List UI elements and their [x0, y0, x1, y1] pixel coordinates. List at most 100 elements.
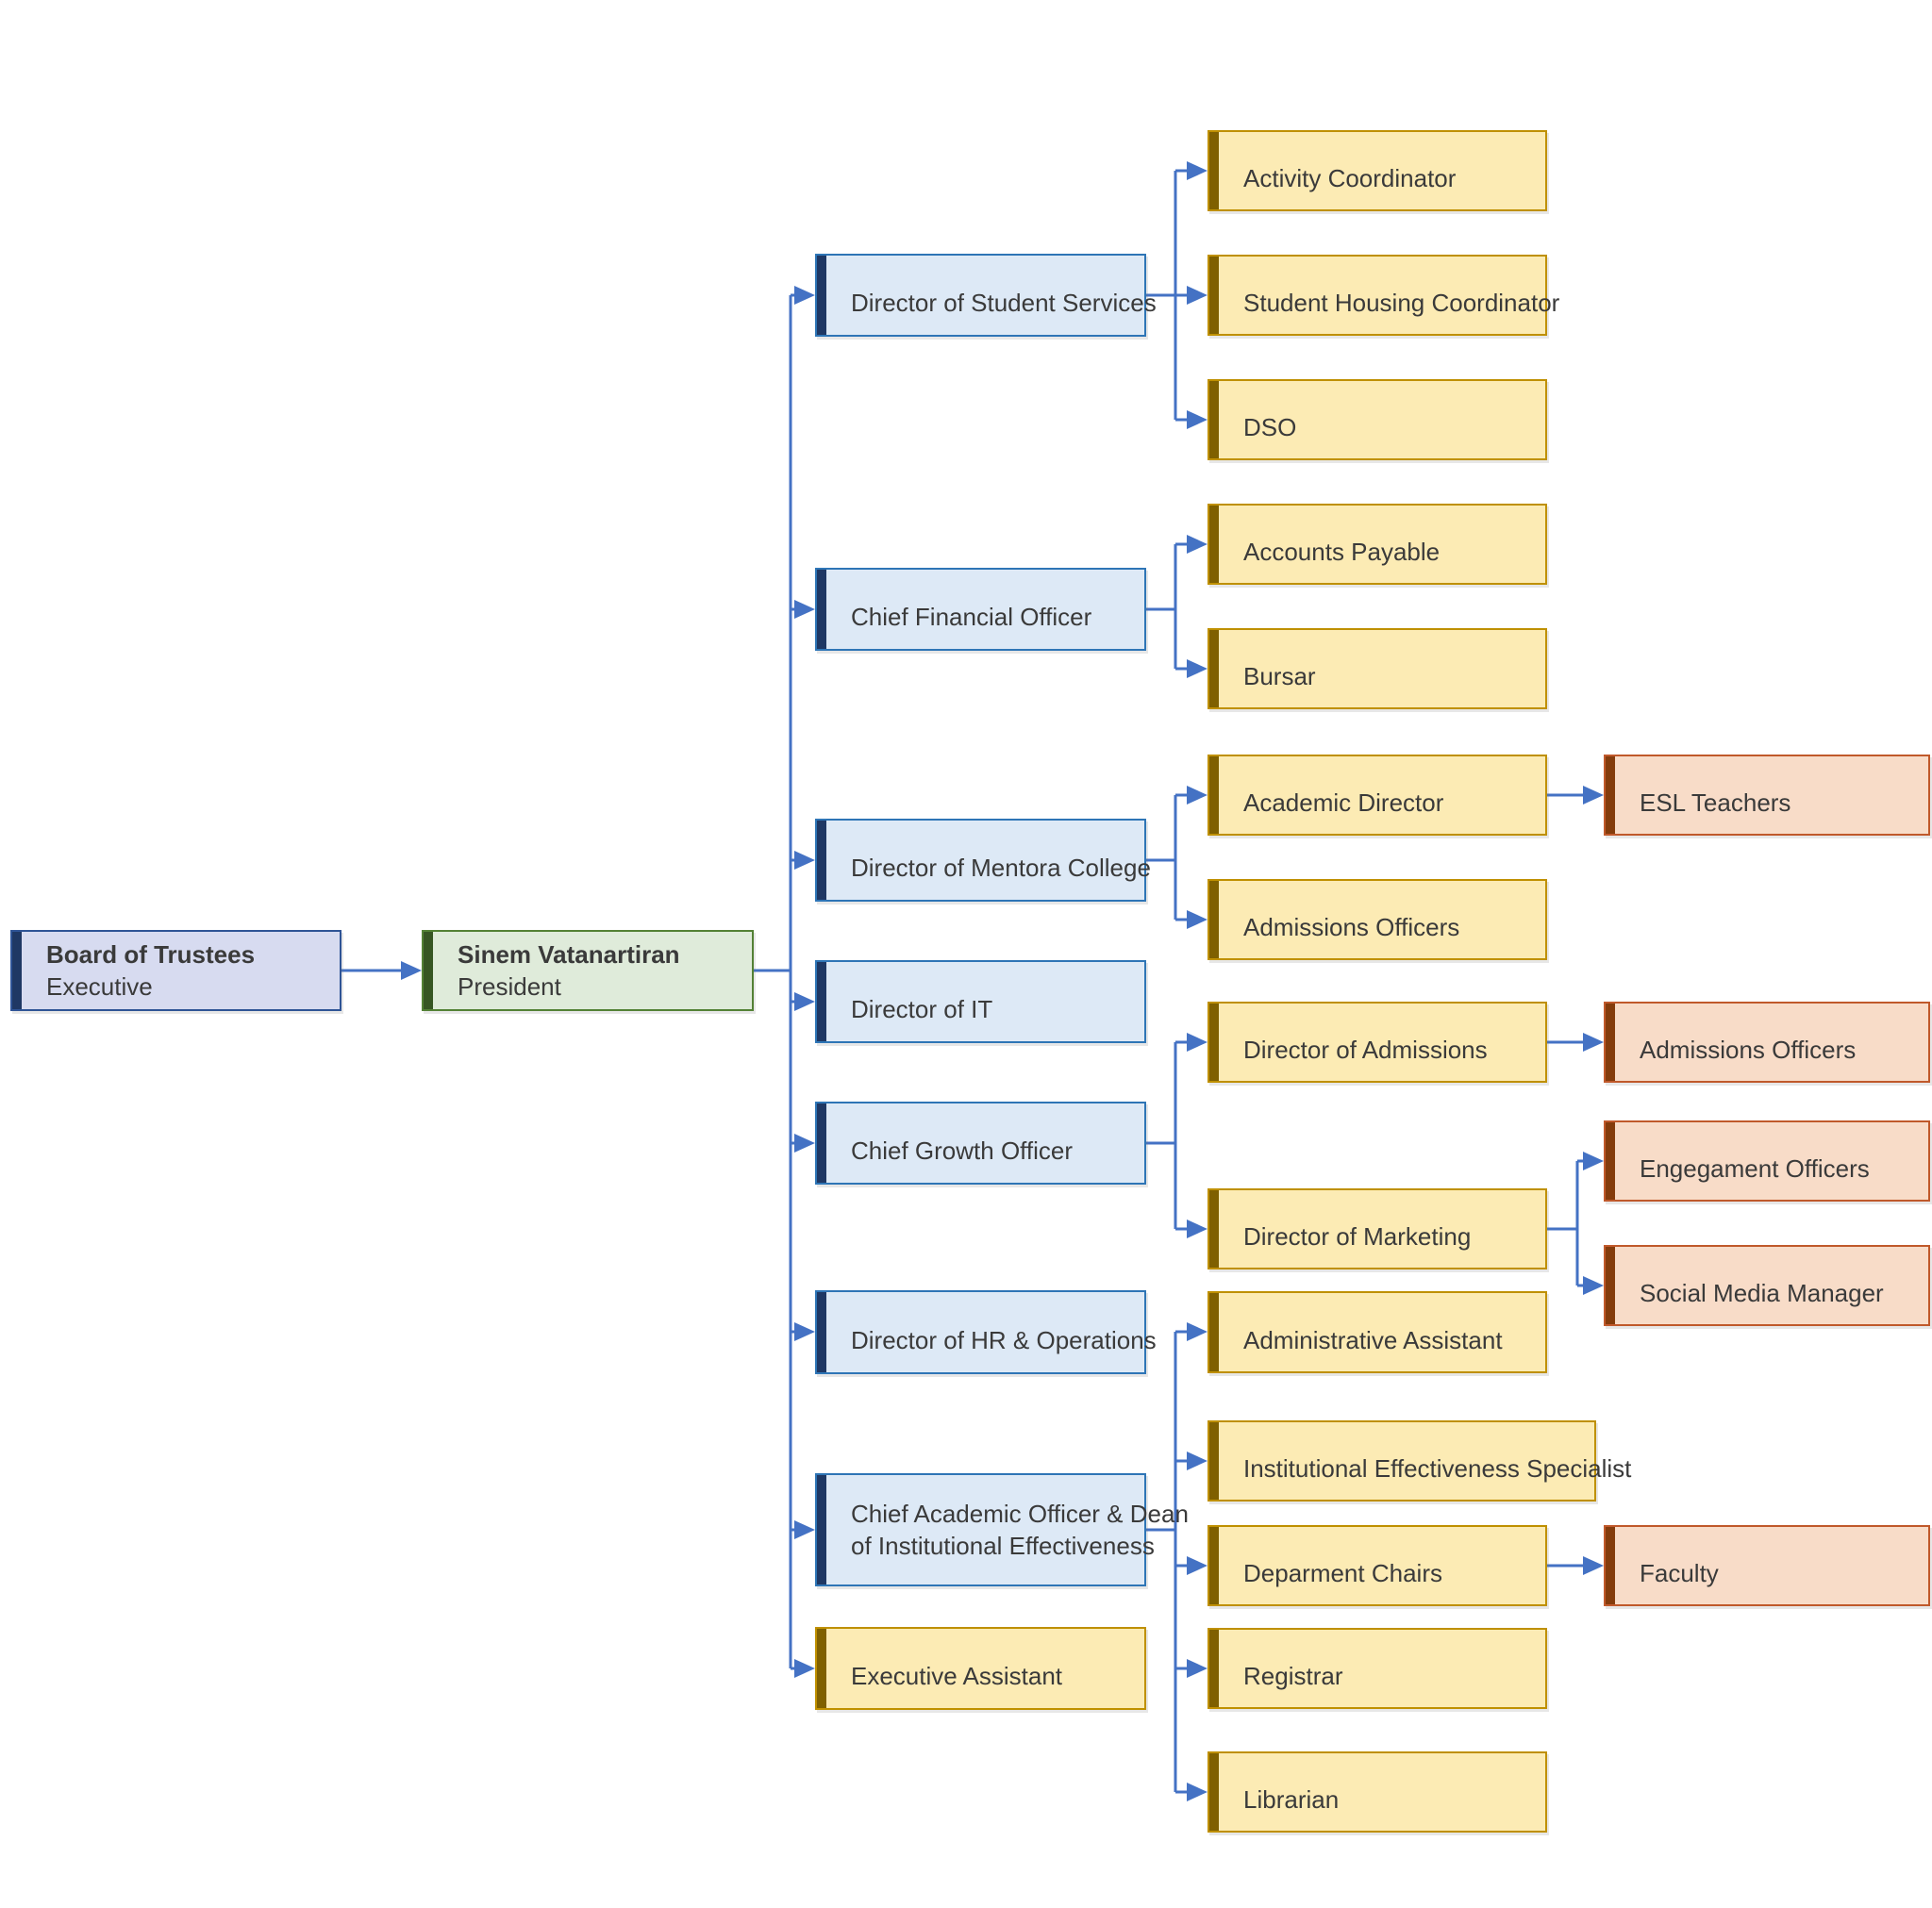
node-label: Chief Growth Officer	[851, 1137, 1074, 1165]
node-accent-bar	[1606, 1122, 1615, 1200]
node-label: Administrative Assistant	[1243, 1325, 1503, 1354]
node-label: Deparment Chairs	[1243, 1559, 1442, 1587]
connector-arrowhead	[1187, 410, 1208, 429]
node-accent-bar	[817, 1292, 826, 1372]
connector-arrowhead	[794, 286, 815, 305]
node-label: Director of IT	[851, 995, 993, 1023]
node-director-of-hr-operations: Director of HR & Operations	[815, 1290, 1157, 1374]
connector-arrowhead	[1187, 161, 1208, 180]
node-label: Chief Academic Officer & Dean	[851, 1500, 1189, 1528]
node-accent-bar	[1209, 1293, 1219, 1371]
node-accent-bar	[1209, 381, 1219, 458]
connector-arrowhead	[794, 600, 815, 619]
node-chief-academic-officer: Chief Academic Officer & Dean of Institut…	[815, 1473, 1189, 1586]
node-label: Accounts Payable	[1243, 538, 1441, 566]
node-engegament-officers: Engegament Officers	[1604, 1120, 1930, 1202]
connector-arrowhead	[794, 851, 815, 870]
node-label: Chief Financial Officer	[851, 603, 1092, 631]
node-librarian: Librarian	[1208, 1751, 1547, 1833]
connector-arrowhead	[1187, 910, 1208, 929]
node-accent-bar	[1209, 756, 1219, 834]
node-accent-bar	[1209, 1630, 1219, 1707]
node-accounts-payable: Accounts Payable	[1208, 504, 1547, 585]
connector-arrowhead	[794, 1322, 815, 1341]
node-accent-bar	[817, 1103, 826, 1183]
connector-arrowhead	[1187, 286, 1208, 305]
connector-arrowhead	[1187, 1556, 1208, 1575]
node-label: Activity Coordinator	[1243, 164, 1457, 192]
node-label: Registrar	[1243, 1662, 1343, 1690]
node-bursar: Bursar	[1208, 628, 1547, 709]
connector-arrowhead	[1187, 1783, 1208, 1801]
node-label: ESL Teachers	[1640, 788, 1791, 817]
node-accent-bar	[12, 932, 22, 1009]
connector-arrowhead	[1583, 786, 1604, 805]
node-administrative-assistant: Administrative Assistant	[1208, 1291, 1547, 1373]
node-label: Engegament Officers	[1640, 1154, 1870, 1183]
node-admissions-officers-mentora: Admissions Officers	[1208, 879, 1547, 960]
connector-arrowhead	[1187, 1452, 1208, 1470]
node-label: Admissions Officers	[1640, 1036, 1857, 1064]
node-student-housing-coordinator: Student Housing Coordinator	[1208, 255, 1559, 336]
node-label: Sinem Vatanartiran	[458, 940, 680, 969]
node-accent-bar	[817, 256, 826, 335]
node-chief-financial-officer: Chief Financial Officer	[815, 568, 1146, 651]
node-academic-director: Academic Director	[1208, 755, 1547, 836]
connector-arrowhead	[794, 992, 815, 1011]
node-registrar: Registrar	[1208, 1628, 1547, 1709]
node-label: Admissions Officers	[1243, 913, 1460, 941]
node-accent-bar	[817, 962, 826, 1041]
node-accent-bar	[817, 821, 826, 900]
node-label: Social Media Manager	[1640, 1279, 1884, 1307]
node-institutional-effectiveness-specialist: Institutional Effectiveness Specialist	[1208, 1420, 1632, 1502]
connector-arrowhead	[1583, 1033, 1604, 1052]
node-accent-bar	[1606, 1004, 1615, 1081]
node-label: Academic Director	[1243, 788, 1444, 817]
node-admissions-officers-growth: Admissions Officers	[1604, 1002, 1930, 1083]
node-accent-bar	[1606, 756, 1615, 834]
node-accent-bar	[1209, 132, 1219, 209]
connector-arrowhead	[1583, 1556, 1604, 1575]
node-social-media-manager: Social Media Manager	[1604, 1245, 1930, 1326]
node-sublabel: Executive	[46, 972, 153, 1001]
node-accent-bar	[424, 932, 433, 1009]
node-sublabel: of Institutional Effectiveness	[851, 1532, 1155, 1560]
node-accent-bar	[1209, 1004, 1219, 1081]
connector-arrowhead	[1187, 1659, 1208, 1678]
node-accent-bar	[1209, 257, 1219, 334]
node-label: Institutional Effectiveness Specialist	[1243, 1454, 1632, 1483]
node-executive-assistant: Executive Assistant	[815, 1627, 1146, 1710]
node-director-of-marketing: Director of Marketing	[1208, 1188, 1547, 1269]
node-label: Director of HR & Operations	[851, 1325, 1157, 1354]
connector-arrowhead	[794, 1520, 815, 1539]
node-director-of-it: Director of IT	[815, 960, 1146, 1043]
connector-arrowhead	[1187, 1219, 1208, 1238]
node-esl-teachers: ESL Teachers	[1604, 755, 1930, 836]
node-label: Executive Assistant	[851, 1662, 1062, 1690]
node-dso: DSO	[1208, 379, 1547, 460]
node-accent-bar	[1209, 1753, 1219, 1831]
node-sublabel: President	[458, 972, 561, 1001]
connector-arrowhead	[401, 961, 422, 980]
node-label: Bursar	[1243, 662, 1316, 690]
node-accent-bar	[1209, 1190, 1219, 1268]
node-label: Director of Student Services	[851, 289, 1157, 317]
node-label: Librarian	[1243, 1785, 1340, 1814]
node-director-of-admissions: Director of Admissions	[1208, 1002, 1547, 1083]
node-accent-bar	[1209, 1422, 1219, 1500]
connector-arrowhead	[1187, 786, 1208, 805]
node-director-of-mentora-college: Director of Mentora College	[815, 819, 1151, 902]
node-accent-bar	[1606, 1247, 1615, 1324]
node-accent-bar	[1209, 630, 1219, 707]
connector-arrowhead	[794, 1134, 815, 1153]
node-label: Faculty	[1640, 1559, 1719, 1587]
node-label: DSO	[1243, 413, 1297, 441]
node-label: Board of Trustees	[46, 940, 256, 969]
connector-arrowhead	[1187, 1033, 1208, 1052]
node-activity-coordinator: Activity Coordinator	[1208, 130, 1547, 211]
node-director-of-student-services: Director of Student Services	[815, 254, 1157, 337]
